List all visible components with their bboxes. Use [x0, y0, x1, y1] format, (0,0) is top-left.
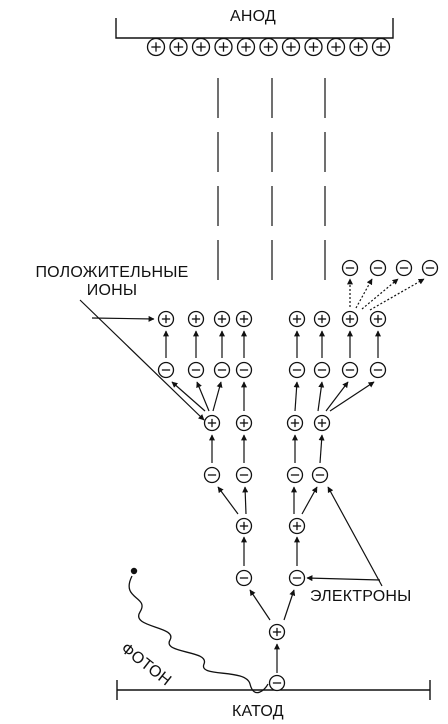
- motion-arrow: [242, 486, 249, 515]
- anode-ion: [191, 37, 211, 57]
- motion-arrow: [196, 381, 210, 412]
- electron: [313, 361, 331, 379]
- anode-label: АНОД: [230, 8, 276, 25]
- positive-ion: [235, 414, 253, 432]
- motion-arrow: [369, 278, 425, 311]
- motion-arrow: [293, 381, 300, 412]
- positive-ion: [369, 310, 387, 328]
- motion-arrow: [91, 315, 155, 322]
- anode-ion: [371, 37, 391, 57]
- positive-ions-label: ПОЛОЖИТЕЛЬНЫЕ ИОНЫ: [8, 264, 216, 300]
- motion-arrow: [79, 299, 205, 421]
- motion-arrow: [318, 434, 325, 464]
- anode-ion: [281, 37, 301, 57]
- photon-wave: [128, 575, 269, 694]
- positive-ion: [235, 517, 253, 535]
- anode-ion: [304, 37, 323, 57]
- motion-arrow: [361, 278, 399, 310]
- motion-arrow: [217, 486, 239, 515]
- electron: [395, 259, 413, 277]
- electron: [369, 259, 387, 277]
- positive-ion: [268, 623, 286, 641]
- cathode-label: КАТОД: [232, 703, 284, 720]
- positive-ion: [235, 310, 253, 328]
- electron: [421, 259, 439, 277]
- motion-arrow: [212, 381, 223, 412]
- electrons-label: ЭЛЕКТРОНЫ: [310, 588, 412, 605]
- motion-arrow: [171, 381, 206, 412]
- electron: [288, 569, 306, 587]
- anode-ion: [259, 37, 278, 57]
- motion-arrow: [306, 575, 381, 582]
- photon-source-dot: [130, 567, 138, 575]
- motion-arrow: [329, 381, 375, 412]
- anode-electrode: [115, 18, 394, 39]
- positive-ion: [157, 310, 175, 328]
- positive-ion: [187, 310, 205, 328]
- electron: [235, 466, 253, 484]
- positive-ions-label-line1: ПОЛОЖИТЕЛЬНЫЕ: [35, 264, 189, 281]
- motion-arrow: [355, 278, 373, 309]
- electron: [288, 361, 306, 379]
- motion-arrow: [325, 381, 349, 412]
- electron: [187, 361, 205, 379]
- electron: [213, 361, 231, 379]
- anode-ion: [146, 37, 166, 57]
- electron: [157, 361, 175, 379]
- electron: [235, 569, 253, 587]
- electron: [311, 466, 329, 484]
- positive-ion: [288, 310, 306, 328]
- electron: [341, 259, 359, 277]
- electron: [268, 674, 286, 692]
- positive-ion: [288, 517, 306, 535]
- anode-ion: [236, 37, 256, 57]
- positive-ion: [286, 414, 304, 432]
- motion-arrow: [327, 486, 383, 587]
- anode-ion: [326, 37, 346, 57]
- positive-ion: [313, 414, 331, 432]
- motion-arrow: [249, 589, 271, 621]
- anode-ion: [169, 37, 188, 57]
- motion-arrow: [283, 589, 296, 621]
- electron: [369, 361, 387, 379]
- electron: [286, 466, 304, 484]
- motion-arrow: [317, 381, 325, 412]
- electron: [235, 361, 253, 379]
- anode-ion: [214, 37, 233, 57]
- anode-ion: [349, 37, 368, 57]
- positive-ion: [203, 414, 221, 432]
- positive-ions-label-line2: ИОНЫ: [86, 282, 138, 299]
- positive-ion: [213, 310, 231, 328]
- electron: [341, 361, 359, 379]
- positive-ion: [313, 310, 331, 328]
- motion-arrow: [301, 486, 318, 515]
- electron: [203, 466, 221, 484]
- positive-ion: [341, 310, 359, 328]
